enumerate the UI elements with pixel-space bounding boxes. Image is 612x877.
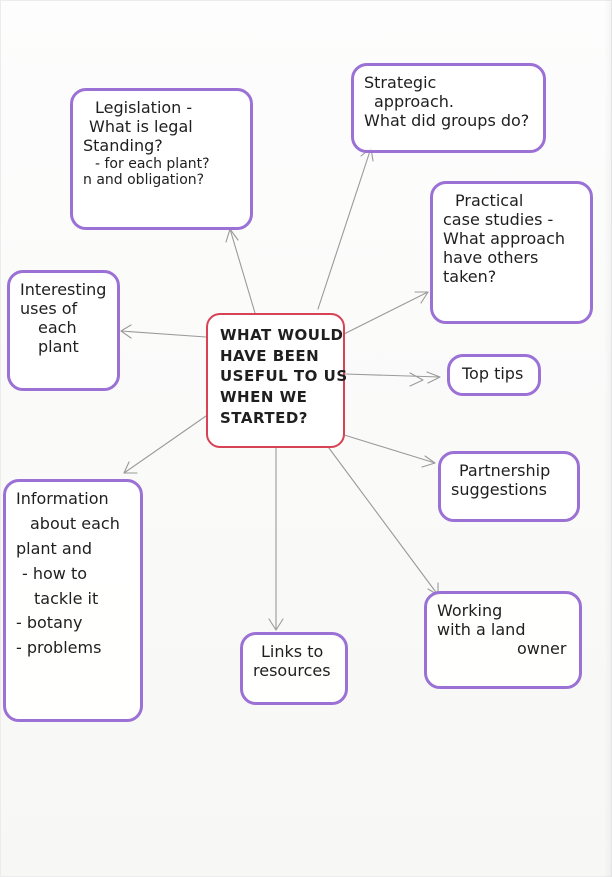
interesting-uses-line: uses of: [20, 298, 78, 318]
working-with-landowner-line: with a land: [437, 619, 526, 639]
working-with-landowner-line: owner: [517, 638, 567, 658]
working-with-landowner-line: Working: [437, 601, 503, 620]
links-to-resources-line: resources: [253, 660, 331, 680]
central-question-line: STARTED?: [220, 408, 308, 427]
connector-information: [123, 415, 207, 474]
strategic-approach-line: What did groups do?: [364, 110, 530, 130]
strategic-approach-line: approach.: [374, 91, 454, 111]
working-with-landowner-node: Working with a land owner: [424, 591, 582, 689]
legislation-line: n and obligation?: [83, 172, 205, 189]
partnership-suggestions-line: suggestions: [451, 479, 547, 499]
connector-partnership: [340, 433, 436, 468]
connector-practical: [343, 291, 429, 335]
top-tips-line: Top tips: [462, 364, 524, 383]
interesting-uses-node: Interesting uses of each plant: [7, 270, 120, 391]
central-question-line: HAVE BEEN: [220, 346, 320, 365]
practical-case-studies-line: Practical: [455, 191, 524, 210]
plant-information-line: tackle it: [34, 588, 99, 608]
legislation-line: Legislation -: [95, 98, 193, 117]
plant-information-node: Information about each plant and - how t…: [3, 479, 143, 722]
plant-information-line: - botany: [16, 613, 83, 633]
legislation-node: Legislation - What is legal Standing? - …: [70, 88, 253, 230]
strategic-approach-line: Strategic: [364, 73, 437, 92]
strategic-approach-node: Strategic approach. What did groups do?: [351, 63, 546, 153]
connector-working: [322, 439, 439, 596]
interesting-uses-line: each: [38, 317, 77, 337]
central-question-line: USEFUL TO US: [220, 367, 348, 386]
interesting-uses-line: Interesting: [20, 280, 107, 299]
practical-case-studies-line: What approach: [443, 228, 565, 248]
practical-case-studies-node: Practical case studies - What approach h…: [430, 181, 593, 324]
practical-case-studies-line: case studies -: [443, 209, 554, 229]
connector-links: [268, 446, 284, 631]
partnership-suggestions-line: Partnership: [459, 461, 551, 480]
connector-toptips: [344, 371, 441, 387]
interesting-uses-line: plant: [38, 336, 79, 356]
links-to-resources-node: Links to resources: [240, 632, 348, 705]
practical-case-studies-line: taken?: [443, 266, 497, 286]
connector-interesting: [120, 324, 207, 339]
plant-information-line: - how to: [22, 563, 88, 583]
plant-information-line: - problems: [16, 638, 102, 658]
top-tips-node: Top tips: [447, 354, 541, 396]
legislation-line: Standing?: [83, 135, 163, 155]
connector-strategic: [317, 147, 374, 310]
legislation-line: - for each plant?: [95, 155, 210, 172]
plant-information-line: plant and: [16, 538, 93, 558]
plant-information-line: Information: [16, 489, 109, 508]
practical-case-studies-line: have others: [443, 247, 539, 267]
plant-information-line: about each: [30, 513, 120, 533]
connector-legislation: [225, 228, 256, 314]
central-question-line: WHEN WE: [220, 388, 308, 407]
links-to-resources-line: Links to: [261, 642, 324, 661]
legislation-line: What is legal: [89, 116, 193, 136]
partnership-suggestions-node: Partnership suggestions: [438, 451, 580, 522]
central-question-node: WHAT WOULD HAVE BEEN USEFUL TO US WHEN W…: [206, 313, 348, 448]
central-question-line: WHAT WOULD: [220, 326, 344, 344]
